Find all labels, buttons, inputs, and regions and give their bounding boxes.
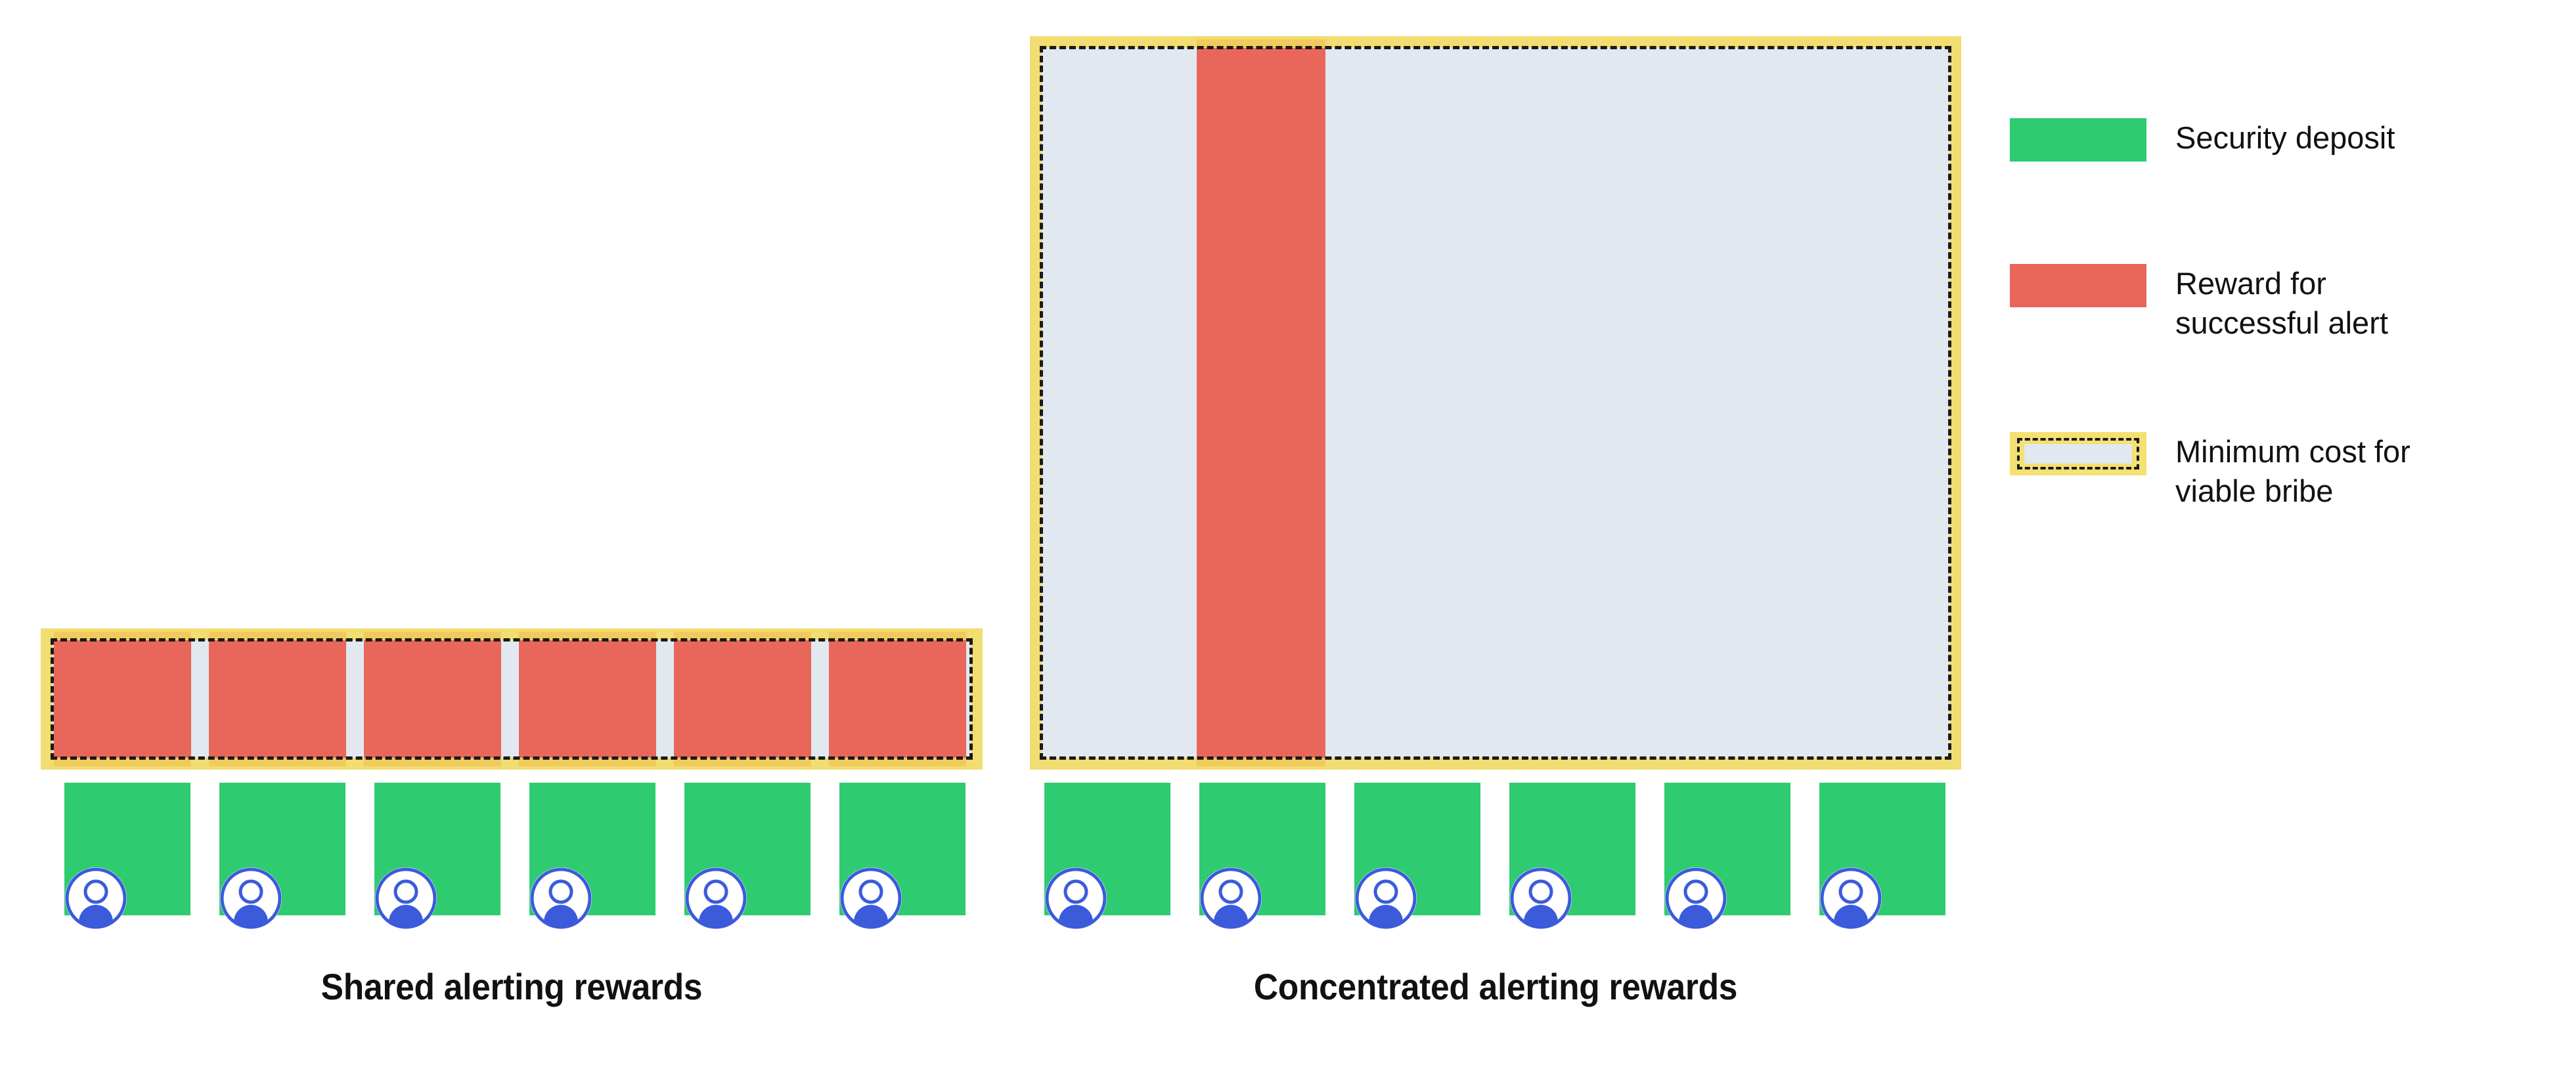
bribe-cost-region bbox=[41, 628, 983, 770]
user-avatar-icon bbox=[1355, 867, 1417, 929]
validator-avatar bbox=[1818, 865, 1884, 931]
legend-label-reward-successful-alert: Reward for successful alert bbox=[2175, 266, 2388, 341]
panel-caption-shared: Shared alerting rewards bbox=[321, 966, 703, 1007]
validator-avatar bbox=[528, 865, 594, 931]
user-avatar-icon bbox=[530, 867, 592, 929]
legend-label-security-deposit: Security deposit bbox=[2175, 120, 2395, 155]
reward-bar bbox=[519, 632, 656, 766]
reward-bar bbox=[54, 632, 191, 766]
user-avatar-icon bbox=[1045, 867, 1107, 929]
user-avatar-icon bbox=[1510, 867, 1572, 929]
legend-item-security-deposit: Security deposit bbox=[2010, 118, 2395, 162]
user-avatar-icon bbox=[685, 867, 747, 929]
user-avatar-icon bbox=[65, 867, 127, 929]
legend-swatch-minimum-cost-viable-bribe bbox=[2010, 432, 2146, 475]
validator-avatar bbox=[838, 865, 904, 931]
legend-swatch-security-deposit bbox=[2010, 118, 2146, 162]
reward-bar bbox=[209, 632, 346, 766]
validator-avatar bbox=[683, 865, 749, 931]
user-avatar-icon bbox=[220, 867, 282, 929]
reward-bar bbox=[364, 632, 501, 766]
legend-item-reward-successful-alert: Reward for successful alert bbox=[2010, 264, 2388, 343]
validator-avatar bbox=[1663, 865, 1729, 931]
user-avatar-icon bbox=[840, 867, 902, 929]
validator-avatar bbox=[63, 865, 129, 931]
bribe-cost-region bbox=[1030, 36, 1961, 770]
user-avatar-icon bbox=[1820, 867, 1882, 929]
validator-avatar bbox=[218, 865, 284, 931]
validator-avatar bbox=[1043, 865, 1109, 931]
validator-avatar bbox=[1198, 865, 1264, 931]
reward-bar bbox=[829, 632, 966, 766]
user-avatar-icon bbox=[1665, 867, 1727, 929]
legend-label-minimum-cost-viable-bribe: Minimum cost for viable bribe bbox=[2175, 434, 2410, 509]
legend-swatch-inner-fill bbox=[2024, 444, 2132, 464]
user-avatar-icon bbox=[1200, 867, 1262, 929]
user-avatar-icon bbox=[375, 867, 437, 929]
legend-item-minimum-cost-viable-bribe: Minimum cost for viable bribe bbox=[2010, 432, 2410, 511]
validator-avatar bbox=[1353, 865, 1419, 931]
panel-caption-concentrated: Concentrated alerting rewards bbox=[1253, 966, 1738, 1007]
legend-swatch-dashed-outline bbox=[2017, 438, 2139, 469]
reward-bar bbox=[674, 632, 811, 766]
validator-avatar bbox=[373, 865, 439, 931]
validator-avatar bbox=[1508, 865, 1574, 931]
reward-bar bbox=[1197, 39, 1325, 766]
legend-swatch-reward-successful-alert bbox=[2010, 264, 2146, 307]
